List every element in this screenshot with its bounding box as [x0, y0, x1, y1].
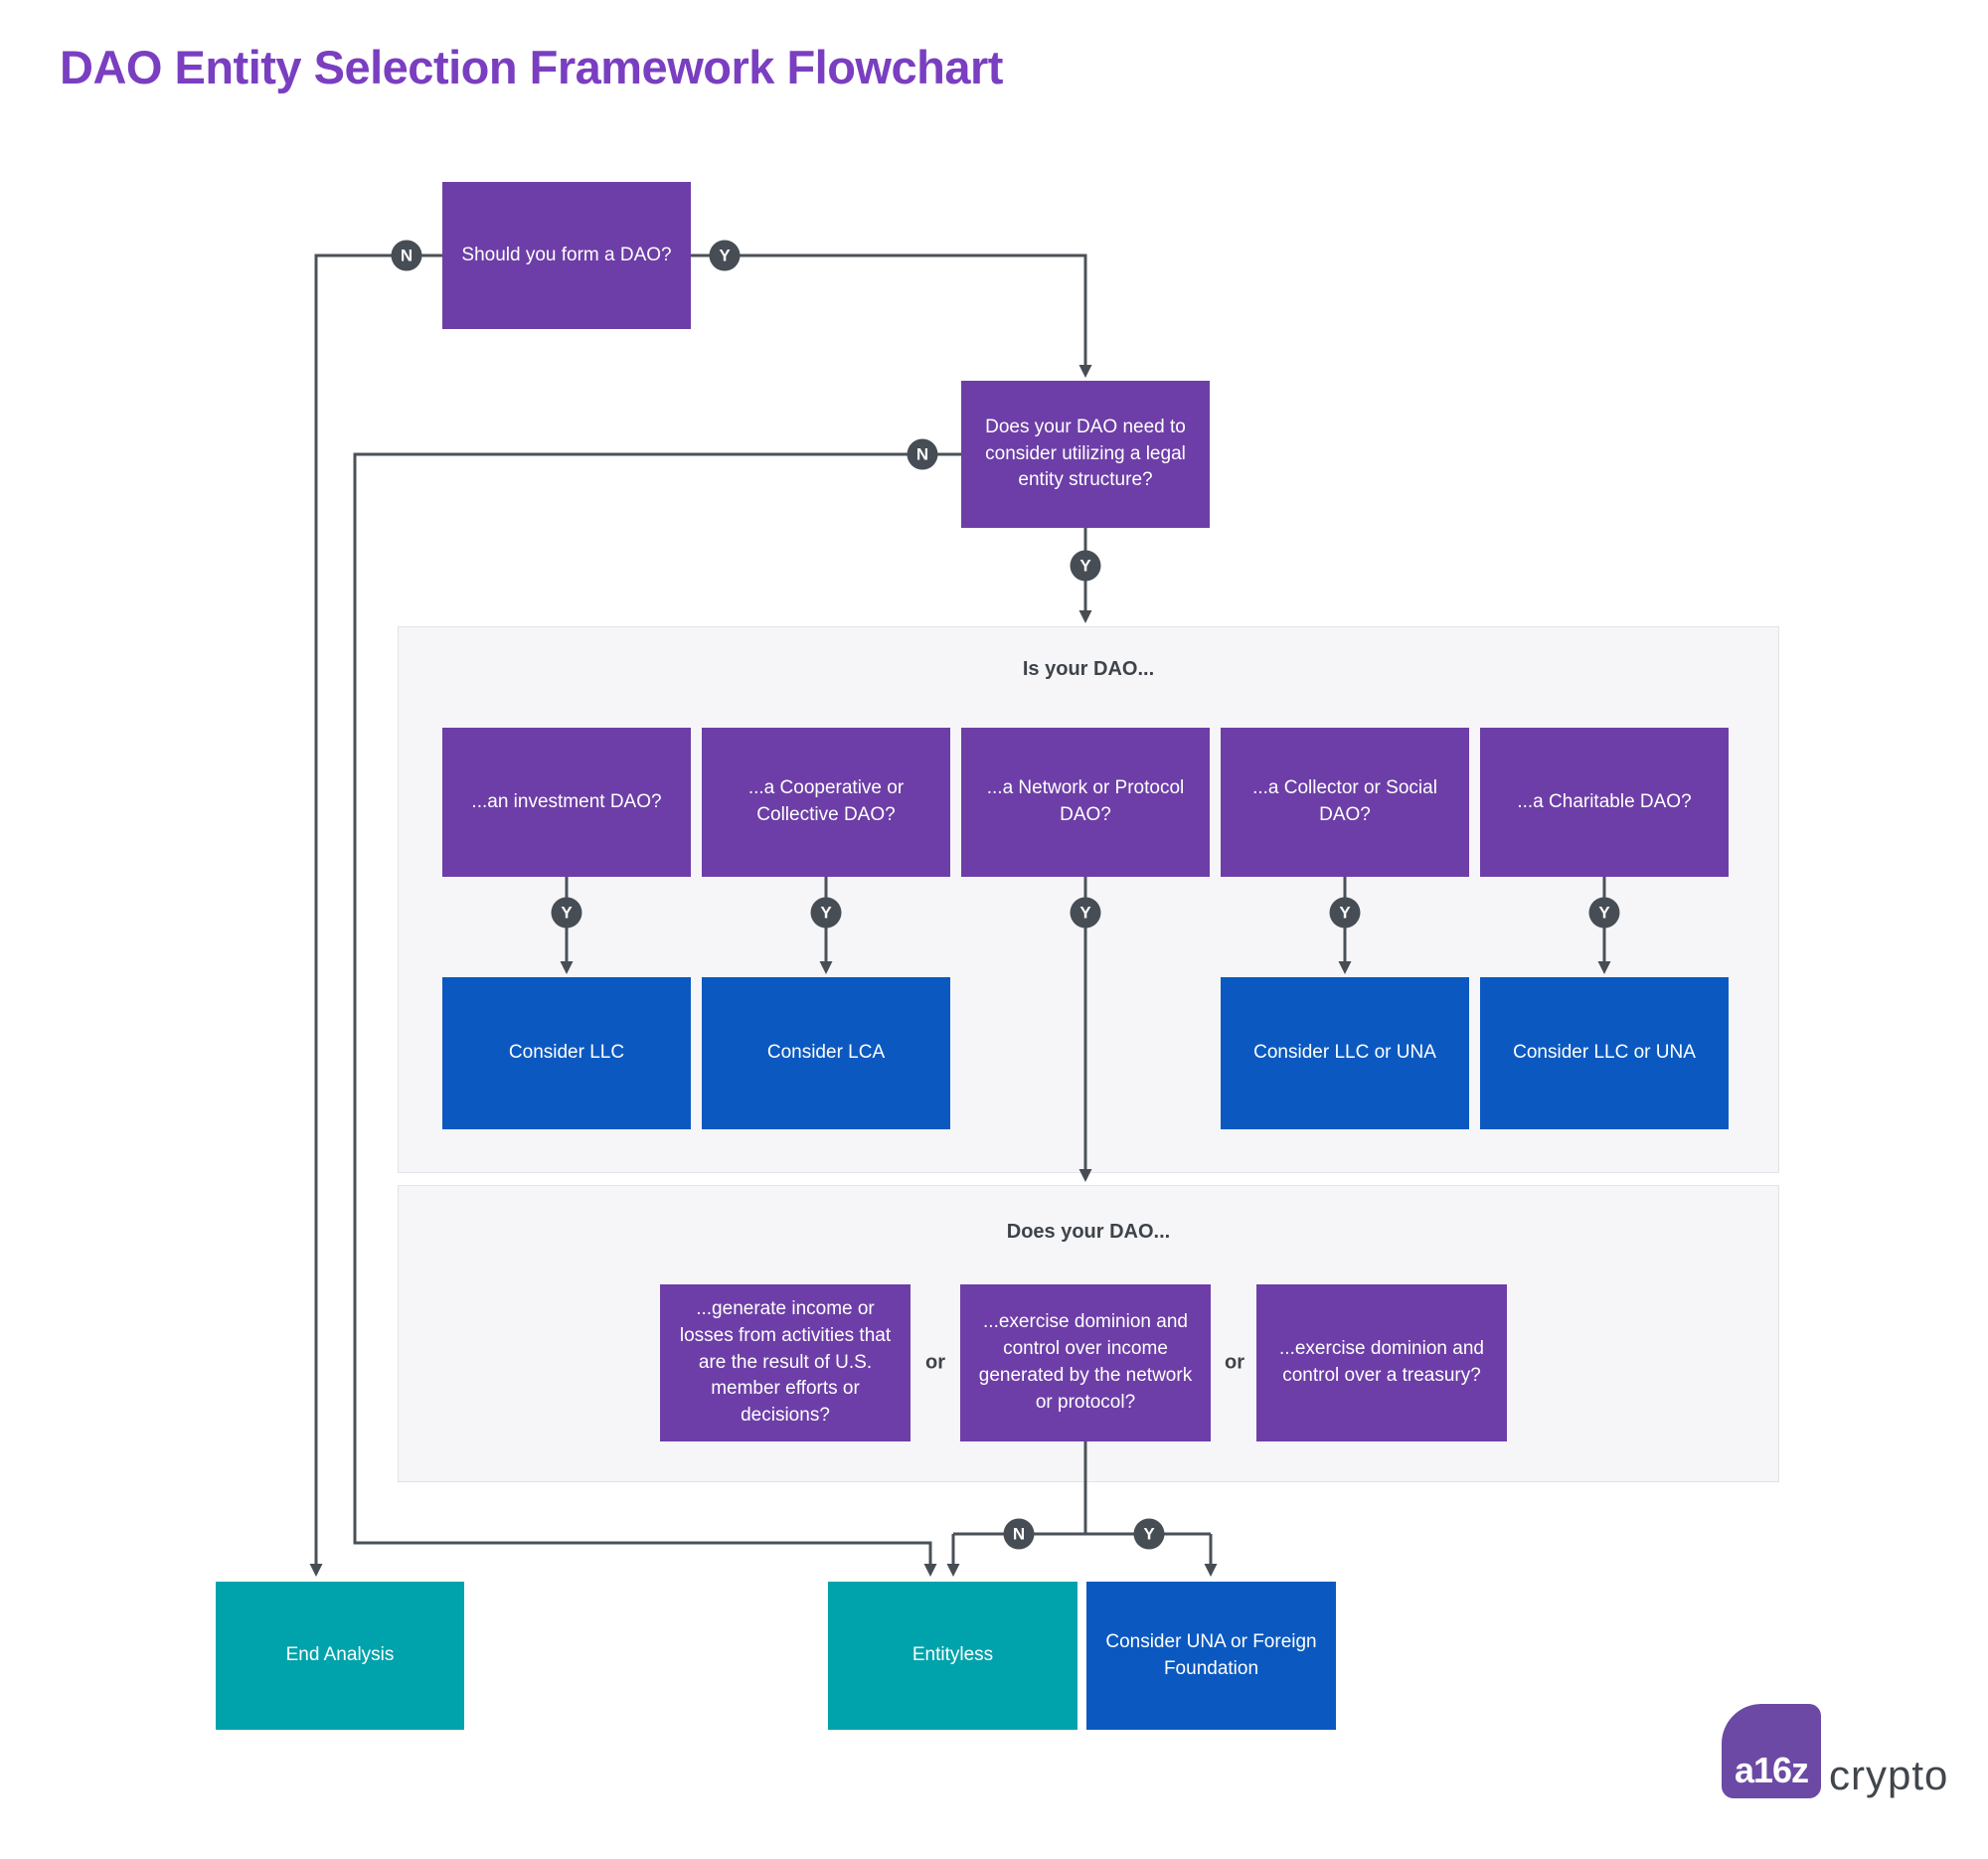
legal-entity-node: Does your DAO need to consider utilizing…	[961, 381, 1210, 528]
yes-badge-collector-social: Y	[1329, 897, 1361, 929]
question-node-investment-dao: ...an investment DAO?	[442, 728, 691, 877]
outcome-node-una-foreign-foundation: Consider UNA or Foreign Foundation	[1086, 1582, 1336, 1730]
yes-badge-activity: Y	[1133, 1518, 1165, 1550]
or-label-2: or	[1225, 1351, 1244, 1374]
crypto-wordmark: crypto	[1829, 1752, 1949, 1798]
a16z-logo-mark-icon: a16z	[1722, 1704, 1821, 1798]
a16z-crypto-logo: a16z crypto	[1722, 1704, 1988, 1799]
question-node-us-member-income: ...generate income or losses from activi…	[660, 1284, 911, 1441]
yes-badge-charitable: Y	[1588, 897, 1620, 929]
result-node-consider-llc-una-1: Consider LLC or UNA	[1221, 977, 1469, 1129]
outcome-node-entityless: Entityless	[828, 1582, 1077, 1730]
question-node-collector-social-dao: ...a Collector or Social DAO?	[1221, 728, 1469, 877]
dao-activity-section-header: Does your DAO...	[1006, 1221, 1171, 1243]
legal-entity-node-label: Does your DAO need to consider utilizing…	[985, 416, 1186, 491]
outcome-node-end-analysis: End Analysis	[216, 1582, 464, 1730]
question-node-cooperative-dao: ...a Cooperative or Collective DAO?	[702, 728, 950, 877]
result-node-consider-lca: Consider LCA	[702, 977, 950, 1129]
question-node-charitable-dao: ...a Charitable DAO?	[1480, 728, 1729, 877]
yes-badge-cooperative: Y	[810, 897, 842, 929]
question-node-treasury-control: ...exercise dominion and control over a …	[1256, 1284, 1507, 1441]
no-badge-legal-entity: N	[907, 438, 938, 470]
a16z-logo-text: a16z	[1734, 1750, 1809, 1790]
yes-badge-legal-entity: Y	[1070, 550, 1101, 582]
start-node: Should you form a DAO?	[442, 182, 691, 329]
yes-badge-investment: Y	[551, 897, 582, 929]
question-node-network-protocol-dao: ...a Network or Protocol DAO?	[961, 728, 1210, 877]
yes-badge-network-protocol: Y	[1070, 897, 1101, 929]
yes-badge-start: Y	[709, 240, 741, 271]
start-node-label: Should you form a DAO?	[461, 244, 672, 265]
result-node-consider-llc: Consider LLC	[442, 977, 691, 1129]
result-node-consider-llc-una-2: Consider LLC or UNA	[1480, 977, 1729, 1129]
page-title: DAO Entity Selection Framework Flowchart	[60, 41, 1003, 93]
dao-type-section-header: Is your DAO...	[1022, 658, 1155, 680]
no-badge-start: N	[391, 240, 422, 271]
or-label-1: or	[925, 1351, 945, 1374]
question-node-network-income-control: ...exercise dominion and control over in…	[960, 1284, 1211, 1441]
no-badge-activity: N	[1003, 1518, 1035, 1550]
